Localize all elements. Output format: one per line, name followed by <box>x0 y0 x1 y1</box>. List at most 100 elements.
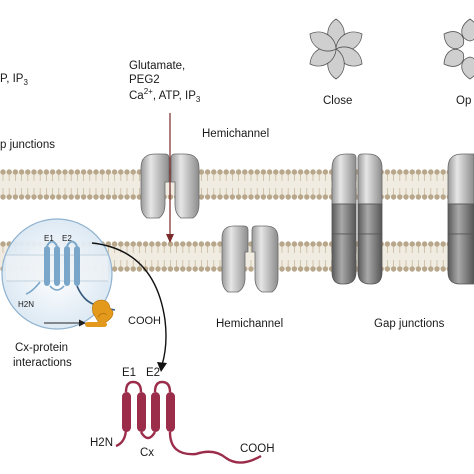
lipid-head <box>105 169 112 175</box>
lipid-head <box>291 241 298 247</box>
zoom-arrow <box>91 242 167 372</box>
lipid-head <box>204 169 211 175</box>
lipid-head <box>229 169 236 175</box>
interactions-label: interactions <box>13 357 72 369</box>
lipid-head <box>297 169 304 175</box>
lipid-head <box>409 194 415 200</box>
lipid-head <box>428 266 434 272</box>
interaction-pointer <box>44 319 86 327</box>
gap-junction-1 <box>331 153 383 285</box>
lipid-head <box>260 194 267 200</box>
lipid-head <box>279 241 285 247</box>
hemichannel-top-label: Hemichannel <box>202 128 269 140</box>
lipid-head <box>198 194 205 200</box>
lipid-head <box>384 194 391 200</box>
lipid-head <box>149 266 155 272</box>
lipid-head <box>409 266 415 272</box>
cx-protein-label: Cx-protein <box>15 342 68 354</box>
lipid-head <box>161 241 167 247</box>
lipid-head <box>130 194 136 200</box>
lipid-head <box>304 169 310 175</box>
lipid-head <box>428 169 434 175</box>
lipid-head <box>62 169 68 175</box>
lipid-head <box>124 241 130 247</box>
h2n-label: H2N <box>90 437 113 449</box>
lipid-head <box>93 169 99 175</box>
membrane-band <box>0 172 474 197</box>
hemichannel-top-shape <box>140 153 200 219</box>
lipid-head <box>211 241 217 247</box>
close-label: Close <box>323 95 352 107</box>
lipid-head <box>12 169 19 175</box>
lipid-head <box>434 241 440 247</box>
lipid-head <box>322 241 329 247</box>
lipid-head <box>403 241 409 247</box>
lipid-head <box>285 194 291 200</box>
lipid-head <box>198 241 205 247</box>
lipid-head <box>167 241 174 247</box>
lipid-head <box>279 266 285 272</box>
lipid-head <box>285 169 291 175</box>
lipid-head <box>440 194 446 200</box>
lipid-head <box>403 194 409 200</box>
lipid-head <box>74 194 81 200</box>
lipid-head <box>403 266 409 272</box>
lipid-head <box>12 194 19 200</box>
signals-left-label: P, IP3 <box>0 73 28 87</box>
lipid-head <box>111 194 118 200</box>
lipid-head <box>266 169 273 175</box>
glutamate-label: Glutamate, <box>129 60 185 72</box>
lipid-head <box>254 169 260 175</box>
lipid-head <box>242 194 248 200</box>
lipid-head <box>403 169 409 175</box>
rosette-petal <box>443 48 465 67</box>
gap-junction-2 <box>447 153 474 285</box>
lipid-head <box>118 266 124 272</box>
lipid-head <box>149 241 155 247</box>
lipid-head <box>49 169 56 175</box>
lipid-head <box>6 194 12 200</box>
cx-label: Cx <box>140 447 154 459</box>
lipid-head <box>49 194 56 200</box>
lipid-head <box>415 194 422 200</box>
signal-arrow <box>166 113 174 243</box>
lipid-head <box>322 194 329 200</box>
lipid-head <box>310 169 316 175</box>
lipid-head <box>397 194 403 200</box>
lipid-head <box>180 266 186 272</box>
lipid-head <box>291 266 298 272</box>
lipid-head <box>80 194 87 200</box>
lipid-head <box>118 194 124 200</box>
lipid-head <box>124 169 130 175</box>
lipid-head <box>285 241 291 247</box>
lipid-head <box>130 241 136 247</box>
lipid-head <box>124 194 130 200</box>
lipid-head <box>279 194 285 200</box>
lipid-head <box>415 169 422 175</box>
lipid-head <box>291 169 298 175</box>
lipid-head <box>142 241 149 247</box>
lipid-head <box>248 266 254 272</box>
lipid-head <box>316 241 322 247</box>
lipid-head <box>186 266 192 272</box>
lipid-head <box>68 169 74 175</box>
lipid-head <box>390 241 397 247</box>
e1-label: E1 <box>122 367 136 379</box>
peg2-label: PEG2 <box>129 74 160 86</box>
lipid-head <box>223 194 229 200</box>
lipid-head <box>155 241 161 247</box>
rosette-petal <box>461 18 474 42</box>
lipid-head <box>266 194 273 200</box>
e1-small-label: E1 <box>44 234 54 243</box>
lipid-head <box>68 194 74 200</box>
lipid-head <box>291 194 298 200</box>
lipid-head <box>310 241 316 247</box>
rosette-closed-icon <box>309 18 363 80</box>
lipid-head <box>37 169 43 175</box>
lipid-head <box>415 266 422 272</box>
ca-atp-ip3-label: Ca2+, ATP, IP3 <box>129 87 201 104</box>
lipid-head <box>111 266 118 272</box>
lipid-head <box>229 194 236 200</box>
lipid-head <box>248 169 254 175</box>
lipid-head <box>180 241 186 247</box>
